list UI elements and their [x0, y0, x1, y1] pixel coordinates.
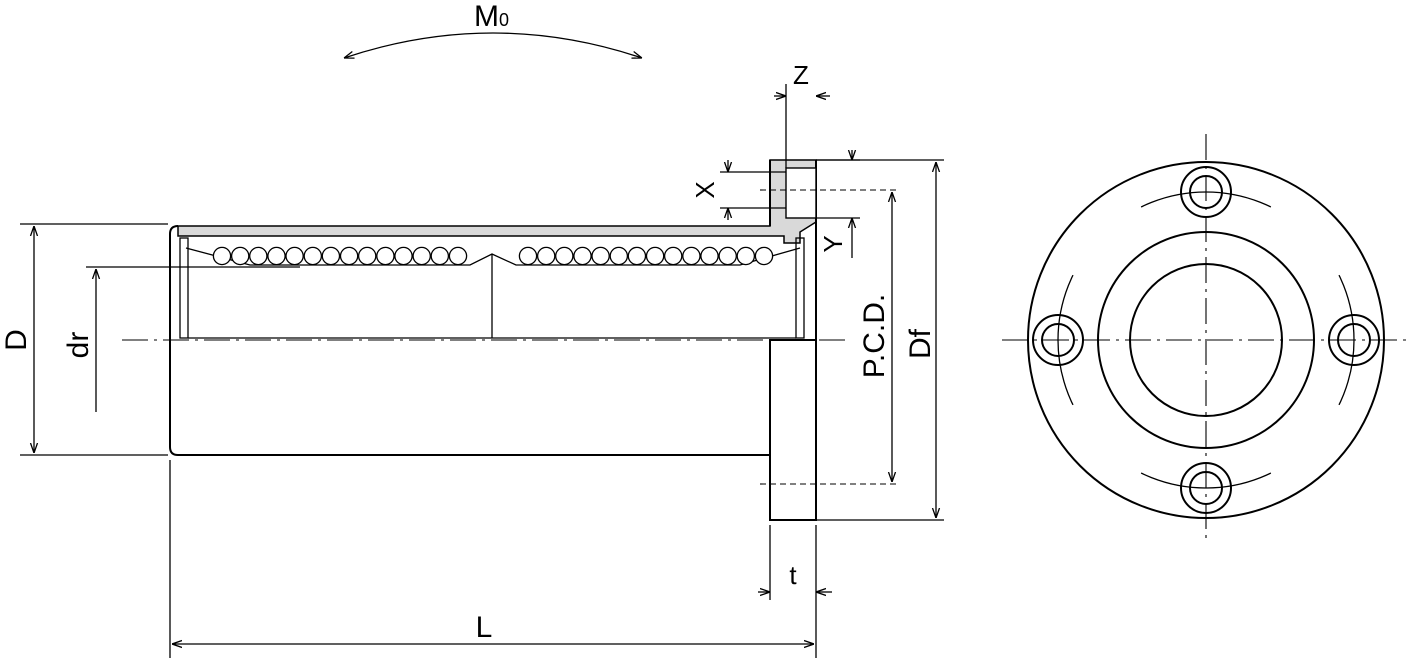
dimension-dr-label: dr [62, 332, 95, 359]
mounting-hole-bottom [1180, 462, 1232, 514]
dimension-Z [774, 84, 830, 168]
dimension-dr [86, 266, 300, 412]
moment-label-main: M [474, 0, 499, 33]
ball [394, 246, 413, 266]
moment-label-subscript: 0 [499, 10, 509, 30]
ball [555, 246, 574, 266]
ball [573, 246, 592, 266]
ball [430, 246, 450, 266]
dimension-t [758, 525, 832, 600]
mounting-hole-right [1328, 314, 1380, 366]
dimension-L [169, 460, 817, 658]
ball [754, 246, 774, 266]
bushing-front-view [1002, 134, 1410, 542]
moment-arrow [344, 32, 642, 58]
ball [303, 246, 323, 266]
body-outline [169, 225, 770, 456]
dimension-Df [816, 159, 944, 521]
pcd-gap [1071, 404, 1142, 475]
dimension-D-label: D [0, 329, 33, 351]
dimension-Z-label: Z [793, 60, 809, 90]
ball [339, 246, 359, 266]
ball [267, 246, 286, 266]
ball [448, 246, 468, 266]
ball [412, 246, 431, 266]
ball [536, 246, 556, 266]
ball [230, 246, 250, 266]
ball [285, 246, 304, 266]
ball [591, 246, 610, 266]
dimension-X-label: X [690, 181, 720, 198]
bushing-side-view [169, 159, 900, 521]
pcd-gap [1071, 205, 1142, 276]
pcd-gap [1270, 404, 1341, 475]
ball [321, 246, 341, 266]
dimension-Y-label: Y [818, 235, 848, 252]
pcd-gap [1270, 205, 1341, 276]
ball [376, 246, 395, 266]
ball [212, 246, 232, 266]
flange [769, 339, 817, 521]
dimension-D [20, 223, 168, 456]
ball [700, 246, 719, 266]
ball [663, 246, 683, 266]
dimension-X [720, 160, 786, 220]
dimension-Df-label: Df [904, 328, 937, 359]
mounting-hole-top [1180, 166, 1232, 218]
dimension-L-label: L [476, 611, 493, 644]
dimension-PCD-label: P.C.D. [858, 294, 891, 378]
dimension-t-label: t [789, 560, 797, 590]
moment-label: M0 [474, 0, 509, 33]
ball [249, 246, 268, 266]
ball [682, 246, 701, 266]
ball [627, 246, 647, 266]
mounting-hole-left [1032, 314, 1084, 366]
ball [518, 246, 538, 266]
ball [357, 246, 377, 266]
ball [718, 246, 737, 266]
ball [609, 246, 629, 266]
ball-rows [212, 246, 774, 266]
ball [736, 246, 756, 266]
ball [645, 246, 665, 266]
mounting-hole-section [785, 167, 817, 219]
